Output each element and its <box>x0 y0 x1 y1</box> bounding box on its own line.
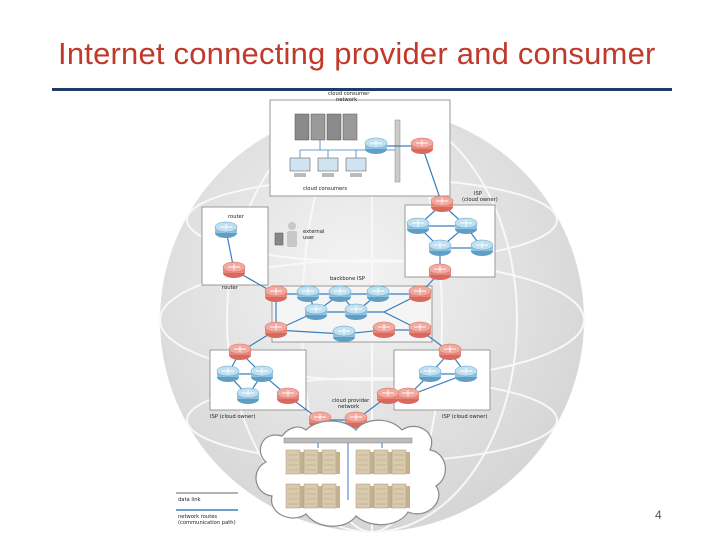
router-icon <box>366 285 390 303</box>
external-user-label-line2: user <box>303 235 315 241</box>
router-icon <box>264 321 288 339</box>
router-icon <box>332 325 356 343</box>
cloud-provider-cloud <box>255 419 446 527</box>
router-icon <box>454 365 478 383</box>
router-icon <box>328 285 352 303</box>
backbone-isp-label: backbone ISP <box>330 276 365 282</box>
isp-top-label-line2: (cloud owner) <box>462 197 498 203</box>
router-icon <box>214 221 238 239</box>
router-icon <box>276 387 300 405</box>
external-user-label: external <box>303 229 324 235</box>
router-icon <box>430 195 454 213</box>
isp-left-box: ISP (cloud owner) <box>209 349 307 420</box>
router-label: router <box>228 214 245 220</box>
cloud-consumer-network-label: cloud consumer <box>328 91 370 97</box>
router-icon <box>264 285 288 303</box>
router-icon <box>410 137 434 155</box>
router-icon <box>408 285 432 303</box>
router-icon <box>438 343 462 361</box>
cloud-consumers-label: cloud consumers <box>303 186 347 192</box>
cloud-provider-network-label-line2: network <box>338 404 359 410</box>
slide-title: Internet connecting provider and consume… <box>58 36 656 71</box>
router-icon <box>418 365 442 383</box>
switch-bar <box>283 437 413 444</box>
router-icon <box>454 217 478 235</box>
router-icon <box>344 303 368 321</box>
consumer-servers <box>294 113 358 141</box>
router-icon <box>406 217 430 235</box>
router-icon <box>396 387 420 405</box>
router-icon <box>428 239 452 257</box>
router-icon <box>364 137 388 155</box>
router-icon <box>428 263 452 281</box>
cloud-consumer-network-box: cloud consumer network cloud consumers <box>269 91 451 197</box>
legend-label-network-routes: network routes <box>178 514 217 520</box>
isp-left-label: ISP (cloud owner) <box>210 414 255 420</box>
router-icon <box>296 285 320 303</box>
router-icon <box>228 343 252 361</box>
page-number: 4 <box>655 508 662 522</box>
router-icon <box>372 321 396 339</box>
legend: data link network routes (communication … <box>176 492 238 526</box>
isp-right-label: ISP (cloud owner) <box>442 414 487 420</box>
firewall-icon <box>394 119 401 183</box>
router-icon <box>304 303 328 321</box>
isp-top-label: ISP <box>474 191 482 197</box>
router-icon <box>216 365 240 383</box>
router-bottom-label: router <box>222 285 239 291</box>
router-icon <box>236 387 260 405</box>
cloud-provider-network-label: cloud provider <box>332 398 370 404</box>
cloud-consumer-network-label-line2: network <box>336 97 357 103</box>
external-user-icon: external user <box>274 222 324 247</box>
legend-label-network-routes-line2: (communication path) <box>178 520 236 526</box>
title-divider <box>52 88 672 91</box>
consumer-workstations <box>289 157 367 177</box>
router-icon <box>470 239 494 257</box>
router-icon <box>408 321 432 339</box>
legend-label-data-link: data link <box>178 497 201 503</box>
router-icon <box>222 261 246 279</box>
router-icon <box>376 387 400 405</box>
router-box-left: router router <box>201 206 269 291</box>
router-icon <box>250 365 274 383</box>
